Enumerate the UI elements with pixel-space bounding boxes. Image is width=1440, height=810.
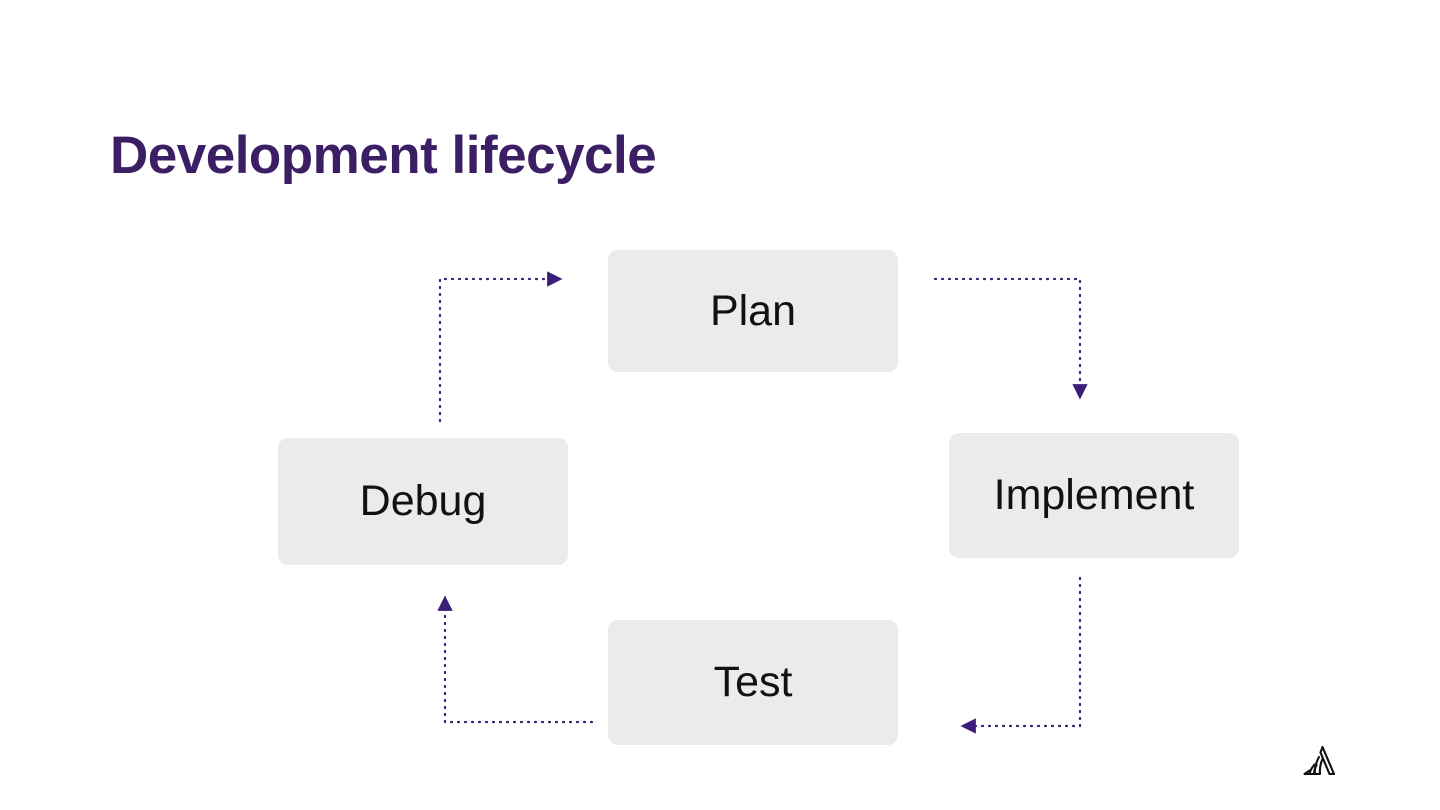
node-test-label: Test (713, 658, 793, 706)
triangle-signal-logo (1303, 745, 1336, 776)
node-implement[interactable]: Implement (949, 433, 1239, 558)
edge-debug-to-plan (438, 271, 563, 423)
edge-implement-to-test (960, 576, 1082, 734)
node-implement-label: Implement (993, 471, 1195, 519)
page-title: Development lifecycle (110, 126, 657, 185)
edge-test-to-debug (437, 595, 594, 724)
node-plan-label: Plan (709, 286, 797, 335)
node-debug-label: Debug (359, 477, 487, 525)
edge-plan-to-implement (933, 277, 1088, 400)
node-debug[interactable]: Debug (278, 438, 568, 565)
node-plan[interactable]: Plan (608, 250, 898, 372)
node-test[interactable]: Test (608, 620, 898, 745)
